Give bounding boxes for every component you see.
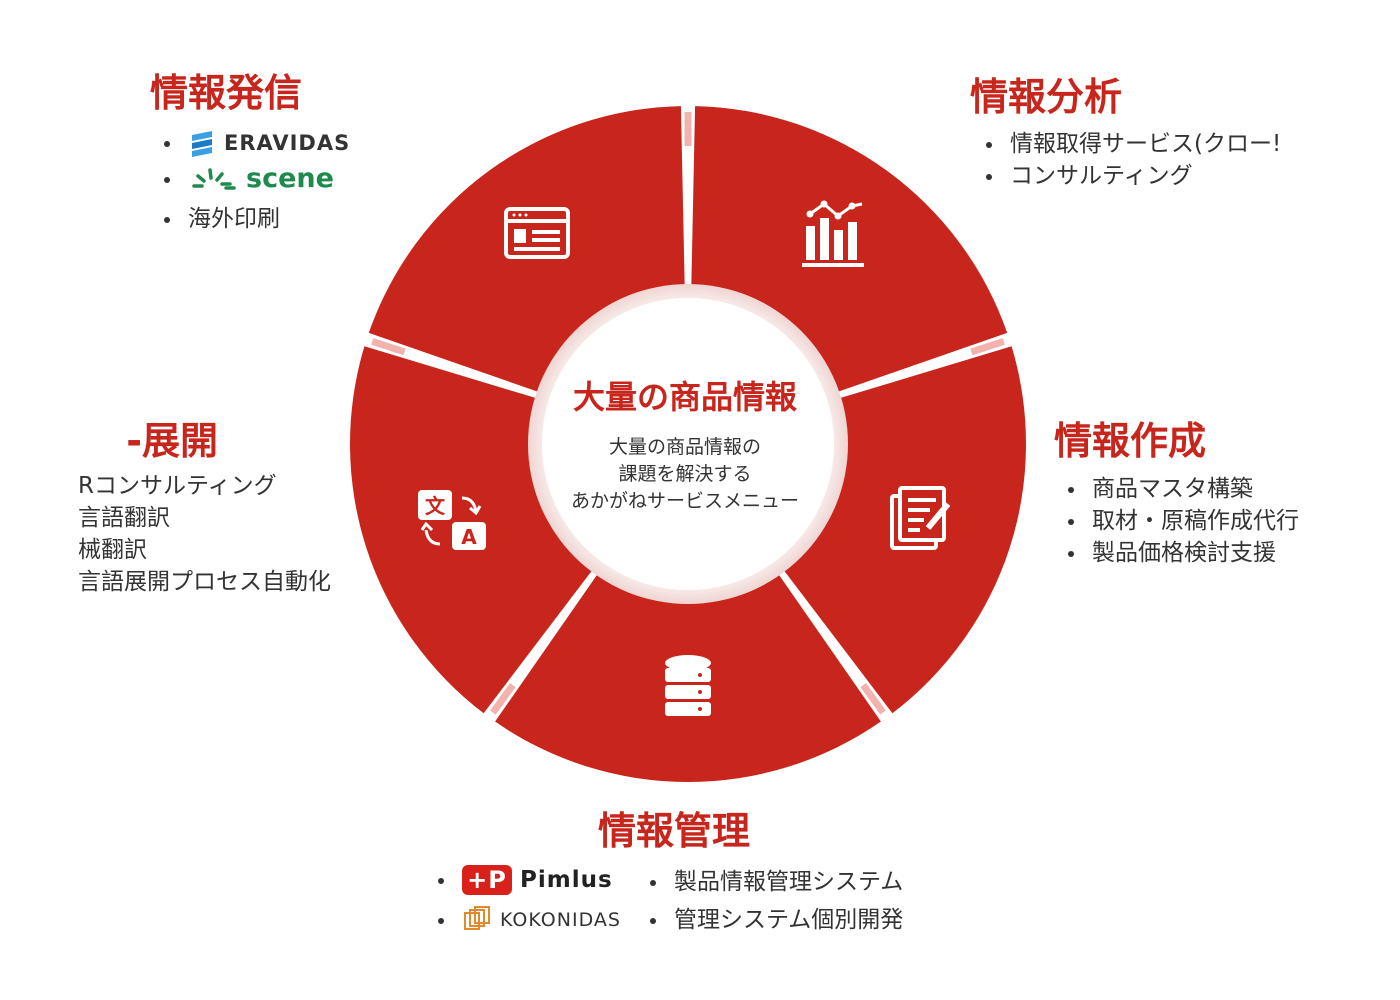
pimlus-mark-icon: +P	[462, 865, 512, 895]
list-item: コンサルティング	[984, 160, 1281, 192]
eravidas-mark-icon	[192, 131, 212, 157]
hasshin-list: ERAVIDAS scene 海外印刷	[162, 127, 350, 235]
tenkai-list-clip: Rコンサルティング 言語翻訳 械翻訳 言語展開プロセス自動化	[78, 470, 378, 610]
svg-text:A: A	[461, 525, 477, 549]
list-item: 製品情報管理システム	[648, 866, 903, 904]
center-subtitle-line2: 課題を解決する	[618, 463, 752, 485]
translate-icon: 文 A	[418, 490, 486, 550]
scene-logo: scene	[188, 163, 334, 195]
segment-divider	[490, 683, 516, 715]
list-item: 取材・原稿作成代行	[1066, 505, 1299, 537]
document-edit-icon	[890, 486, 951, 550]
section-title-kanri: 情報管理	[598, 809, 751, 853]
list-item: 械翻訳	[78, 537, 147, 563]
list-item: 情報取得サービス(クロー!	[984, 128, 1281, 160]
center-subtitle-line1: 大量の商品情報の	[608, 436, 761, 458]
section-title-hasshin: 情報発信	[150, 71, 303, 115]
list-item: 商品マスタ構築	[1066, 473, 1299, 505]
list-item: Rコンサルティング	[78, 473, 277, 499]
list-item: scene	[162, 163, 350, 203]
list-item: KOKONIDAS	[436, 904, 621, 943]
segment-divider	[371, 338, 406, 356]
list-item: +P Pimlus	[436, 864, 621, 904]
section-title-tenkai: -展開	[126, 419, 218, 462]
bar-chart-icon	[802, 200, 864, 267]
kanri-list: 製品情報管理システム 管理システム個別開発	[648, 866, 903, 936]
kokonidas-logo: KOKONIDAS	[462, 904, 621, 936]
section-title-sakusei: 情報作成	[1054, 419, 1207, 463]
eravidas-logo: ERAVIDAS	[188, 127, 350, 159]
bunseki-list-clip: 情報取得サービス(クロー! コンサルティング	[984, 128, 1324, 198]
sakusei-list-clip: 商品マスタ構築 取材・原稿作成代行 製品価格検討支援	[1066, 473, 1324, 573]
list-item: 管理システム個別開発	[648, 904, 903, 936]
list-item: 海外印刷	[162, 203, 350, 235]
segment-divider	[970, 338, 1005, 356]
svg-text:文: 文	[425, 494, 446, 518]
tenkai-title-clip: -展開	[78, 410, 218, 462]
database-icon	[665, 655, 711, 716]
segment-divider	[860, 683, 886, 715]
pimlus-logo: +P Pimlus	[462, 864, 613, 896]
browser-window-icon	[504, 207, 570, 259]
center-title: 大量の商品情報	[572, 378, 797, 416]
list-item: 言語翻訳	[78, 505, 170, 531]
list-item: ERAVIDAS	[162, 127, 350, 163]
list-item: 言語展開プロセス自動化	[78, 569, 331, 595]
scene-mark-icon	[192, 168, 236, 190]
center-subtitle-line3: あかがねサービスメニュー	[570, 490, 799, 512]
kanri-logo-list: +P Pimlus KOKONIDAS	[436, 864, 621, 943]
section-title-bunseki: 情報分析	[970, 75, 1123, 119]
list-item: 製品価格検討支援	[1066, 537, 1299, 569]
kokonidas-mark-icon	[464, 906, 490, 930]
